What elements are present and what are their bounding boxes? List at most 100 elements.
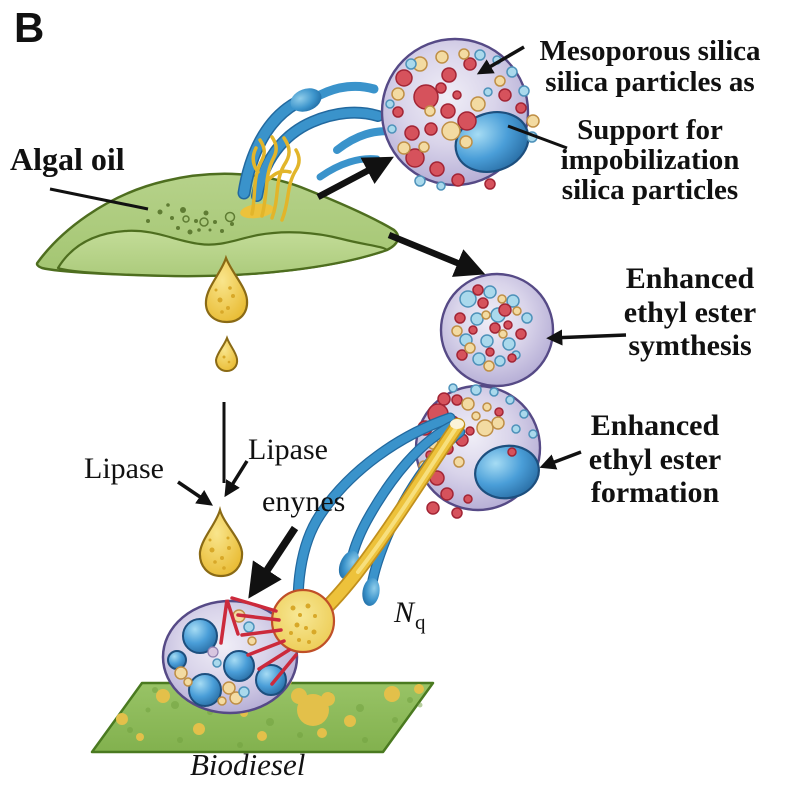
oil-patch bbox=[344, 715, 356, 727]
blue-molecule-dot bbox=[519, 409, 529, 419]
red-molecule-dot bbox=[440, 103, 456, 119]
speckle-dot bbox=[214, 288, 218, 292]
speckle-dot bbox=[231, 294, 235, 298]
red-molecule-dot bbox=[451, 394, 463, 406]
biodiesel-particle-contents bbox=[167, 609, 287, 707]
cream-molecule-dot bbox=[247, 636, 257, 646]
blue-molecule-dot bbox=[480, 334, 494, 348]
oil-vesicle-circle bbox=[255, 664, 287, 696]
ester-synthesis-label: Enhanced ethyl ester symthesis bbox=[555, 262, 800, 363]
red-molecule-dot bbox=[392, 106, 404, 118]
formation-line3: formation bbox=[590, 476, 720, 510]
platform-mottle bbox=[145, 707, 151, 713]
biodiesel-particle bbox=[161, 599, 299, 715]
oil-patch bbox=[193, 723, 205, 735]
support-line3: silica particles bbox=[561, 173, 739, 206]
blue-molecule-dot bbox=[385, 99, 395, 109]
speckle-dot bbox=[220, 310, 224, 314]
red-molecule-dot bbox=[413, 84, 439, 110]
speckle-dot bbox=[305, 603, 311, 609]
speckle-dot bbox=[217, 297, 223, 303]
synthesis-line3: symthesis bbox=[628, 329, 752, 363]
platform-mottle bbox=[127, 727, 133, 733]
red-molecule-dot bbox=[484, 178, 496, 190]
speckle-dot bbox=[294, 622, 300, 628]
algae-speckle bbox=[170, 216, 174, 220]
synthesis-line1: Enhanced bbox=[625, 262, 755, 295]
formation-line1: Enhanced bbox=[590, 409, 720, 442]
oil-vesicle-large bbox=[474, 444, 540, 500]
blue-molecule-dot bbox=[506, 66, 518, 78]
red-molecule-dot bbox=[503, 320, 513, 330]
band-tip-flash bbox=[450, 419, 464, 429]
arrows bbox=[49, 45, 627, 599]
stalk-bulb bbox=[290, 88, 322, 112]
platform-mottle bbox=[407, 697, 413, 703]
panel-label: B bbox=[14, 4, 45, 51]
oil-patch bbox=[384, 686, 400, 702]
blue-molecule-dot bbox=[489, 387, 499, 397]
algae-speckle-ring bbox=[199, 217, 209, 227]
cream-molecule-dot bbox=[482, 402, 492, 412]
speckle-dot bbox=[227, 546, 231, 550]
support-label: Support for impobilization silica partic… bbox=[520, 114, 780, 206]
droplet-speckles bbox=[222, 355, 231, 364]
platform-mottle bbox=[266, 718, 274, 726]
blue-molecule-dot bbox=[472, 352, 486, 366]
oil-droplet-small bbox=[214, 335, 239, 373]
cream-molecule-dot bbox=[512, 306, 522, 316]
speckle-dot bbox=[289, 631, 293, 635]
cream-molecule-dot bbox=[526, 114, 540, 128]
red-molecule-dot bbox=[507, 353, 517, 363]
blue-molecule-dot bbox=[405, 58, 417, 70]
arrow-to-top-particle bbox=[316, 156, 394, 200]
arrow-to-middle-particle bbox=[387, 231, 486, 277]
algae-speckles bbox=[146, 203, 234, 235]
cream-molecule-dot bbox=[483, 360, 495, 372]
oil-vesicle-circle bbox=[188, 673, 222, 707]
oil-strands bbox=[240, 135, 301, 222]
speckle-dot bbox=[313, 614, 317, 618]
cream-molecule-dot bbox=[217, 696, 227, 706]
cream-molecule-dot bbox=[481, 310, 491, 320]
blue-molecule-dot bbox=[506, 294, 520, 308]
platform-mottle bbox=[392, 717, 398, 723]
n-site-label: Nq bbox=[394, 596, 426, 634]
mesoporous-line2: silica particles as bbox=[545, 65, 755, 98]
oil-patch bbox=[257, 731, 267, 741]
algae-speckle bbox=[220, 229, 224, 233]
speckle-dot bbox=[228, 286, 232, 290]
blue-molecule-dot bbox=[483, 87, 493, 97]
cream-molecule-dot bbox=[491, 416, 505, 430]
algae-speckle bbox=[203, 210, 209, 216]
platform-mottle bbox=[362, 737, 368, 743]
support-line1: Support for bbox=[577, 114, 723, 146]
speckle-dot bbox=[226, 536, 230, 540]
n-site-main: N bbox=[394, 596, 415, 629]
cream-molecule-dot bbox=[498, 329, 508, 339]
oil-patch bbox=[156, 689, 170, 703]
enzyme-head bbox=[362, 578, 380, 606]
stalk-motion-line bbox=[315, 81, 379, 100]
cream-molecule-dot bbox=[497, 294, 507, 304]
lipase-left-arrow bbox=[177, 480, 213, 506]
n-site-subscript: q bbox=[415, 610, 426, 634]
cream-molecule-dot bbox=[174, 666, 188, 680]
red-molecule-dot bbox=[507, 447, 517, 457]
algae-speckle bbox=[176, 226, 180, 230]
mesoporous-line1: Mesoporous silica bbox=[539, 35, 761, 67]
speckle-dot bbox=[220, 556, 224, 560]
speckle-dot bbox=[311, 629, 317, 635]
red-molecule-dot bbox=[515, 102, 527, 114]
cream-molecule-dot bbox=[459, 135, 473, 149]
cream-molecule-dot bbox=[229, 691, 243, 705]
algae-speckle-ring bbox=[182, 215, 190, 223]
synthesis-pointer-arrow bbox=[546, 329, 627, 346]
cream-molecule-dot bbox=[458, 48, 470, 60]
synthesis-line2: ethyl ester bbox=[623, 295, 757, 329]
blue-molecule-dot bbox=[511, 424, 521, 434]
oil-patch bbox=[291, 688, 307, 704]
platform-mottle bbox=[417, 702, 423, 708]
